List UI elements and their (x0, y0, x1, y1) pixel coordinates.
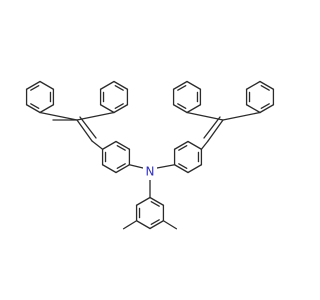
phenyl-ring-top-left-b-bond (99, 80, 115, 90)
molecule-structure: N (25, 80, 275, 230)
nitrogen-atom-label: N (146, 165, 155, 179)
phenyl-ring-top-left-a-double-bond (30, 103, 40, 110)
phenyl-ring-top-left-b-double-bond (114, 84, 124, 91)
phenyl-ring-top-left-b-bond (99, 104, 115, 114)
phenylene-ring-left-bond (115, 164, 131, 174)
xylyl-ring-bottom-double-bond (150, 219, 160, 226)
n-phenylene-right-bond (156, 164, 176, 169)
phenyl-ring-top-left-b-bond (113, 80, 129, 90)
phenyl-ring-top-right-a-bond (172, 80, 188, 90)
phenylene-ring-right-double-bond (178, 144, 188, 151)
phenyl-ring-top-right-a-bond (186, 104, 202, 114)
phenylene-ring-right-bond (173, 140, 189, 150)
phenylene-ring-right-bond (187, 164, 203, 174)
xylyl-ring-bottom-bond (149, 220, 165, 230)
phenyl-ring-top-right-b-double-bond (260, 103, 270, 110)
phenyl-ring-top-right-b-bond (245, 104, 261, 114)
phenyl-ring-top-right-b-bond (259, 80, 275, 90)
vinylene-double-bond (76, 119, 93, 142)
vinyl-phenylene-left-bond (91, 140, 104, 150)
xylyl-ring-bottom-bond (149, 196, 165, 206)
methyl-left-bond (122, 220, 138, 230)
phenyl-ring-top-right-a-double-bond (177, 84, 187, 91)
phenyl-ring-top-right-a-bond (172, 104, 188, 114)
phenyl-ring-top-left-b-double-bond (114, 103, 124, 110)
phenyl-ring-top-right-b-double-bond (260, 84, 270, 91)
phenyl-ring-top-left-a-bond (25, 104, 41, 114)
phenyl-ring-top-right-a-bond (186, 80, 202, 90)
vinylene-double-bond-inner (79, 116, 97, 139)
phenyl-ring-top-left-a-bond (39, 104, 55, 114)
phenylene-ring-right-bond (187, 140, 203, 150)
vinyl-phenyl-d-bond (222, 111, 261, 121)
bond-layer (25, 80, 275, 230)
phenyl-ring-top-right-b-bond (259, 104, 275, 114)
phenylene-ring-left-double-bond (116, 163, 126, 170)
vinyl-phenyl-a-bond (39, 111, 78, 121)
xylyl-ring-bottom-bond (135, 196, 151, 206)
vinyl-phenyl-c-bond (186, 111, 224, 121)
phenylene-ring-right-bond (173, 164, 189, 174)
phenyl-ring-top-left-b-bond (113, 104, 129, 114)
vinyl-phenylene-right-bond (200, 140, 209, 150)
phenyl-ring-top-left-a-bond (25, 80, 41, 90)
phenylene-ring-left-double-bond (116, 144, 126, 151)
vinylene-double-bond-right-inner (203, 116, 221, 139)
vinylene-double-bond-right (207, 119, 224, 142)
nitrogen-label-background (143, 164, 157, 180)
xylyl-ring-bottom-bond (135, 220, 151, 230)
phenylene-ring-left-bond (101, 164, 117, 174)
phenyl-ring-top-left-a-bond (39, 80, 55, 90)
vinyl-phenyl-b-bond (76, 111, 115, 121)
xylyl-ring-bottom-double-bond (150, 200, 160, 207)
molecule-diagram: N (25, 80, 275, 230)
n-phenylene-left-bond (128, 164, 144, 169)
phenyl-ring-top-left-a-double-bond (30, 84, 40, 91)
methyl-right-bond (162, 220, 178, 230)
phenyl-ring-top-right-a-double-bond (177, 103, 187, 110)
phenylene-ring-left-bond (115, 140, 131, 150)
phenylene-ring-left-bond (101, 140, 117, 150)
phenylene-ring-right-double-bond (178, 163, 188, 170)
phenyl-ring-top-right-b-bond (245, 80, 261, 90)
